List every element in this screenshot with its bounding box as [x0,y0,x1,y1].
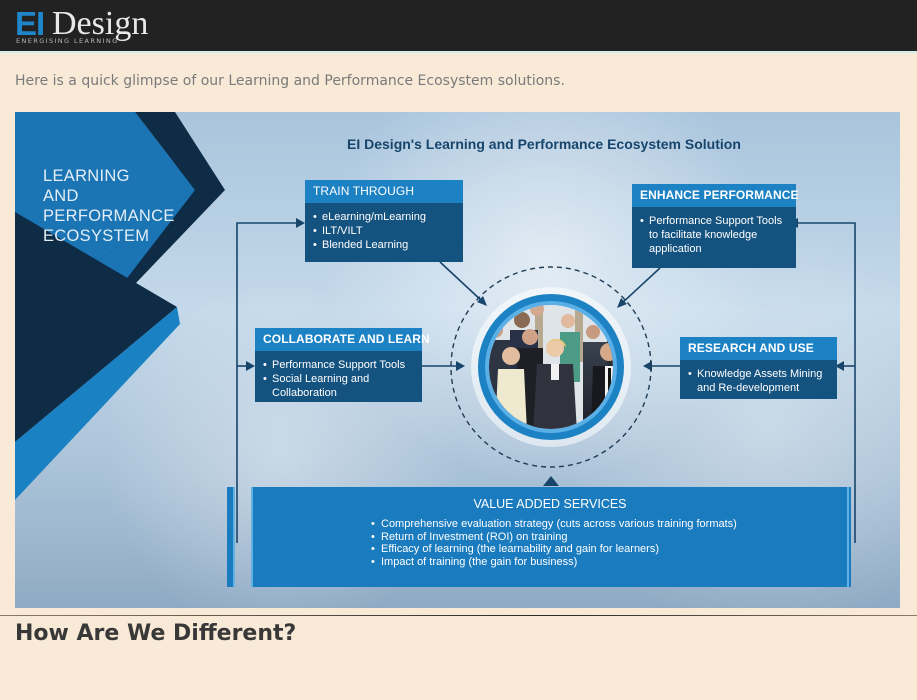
logo-tagline: ENERGISING LEARNING [16,37,119,45]
list-item: Efficacy of learning (the learnability a… [371,543,847,556]
list-item: Knowledge Assets Mining and Re-developme… [688,367,831,395]
diagram-shapes [15,112,856,587]
logo-ei-text: EI [15,5,45,42]
intro-text: Here is a quick glimpse of our Learning … [15,73,565,89]
site-header: EI Design ENERGISING LEARNING [0,0,917,53]
enhance-performance-title: ENHANCE PERFORMANCE [632,184,798,207]
collaborate-and-learn-box: COLLABORATE AND LEARN Performance Suppor… [255,328,430,402]
arrowheads [246,218,844,486]
ecosystem-diagram: LEARNING AND PERFORMANCE ECOSYSTEM EI De… [15,112,900,608]
list-item: eLearning/mLearning [313,210,457,224]
banner-light-stripe [15,307,180,500]
list-item: ILT/VILT [313,224,457,238]
connector-lines [236,222,856,543]
banner-dark-stripe [15,212,177,442]
research-and-use-box: RESEARCH AND USE Knowledge Assets Mining… [680,337,837,399]
side-title-line: LEARNING [43,167,130,185]
train-through-box: TRAIN THROUGH eLearning/mLearning ILT/VI… [305,180,463,262]
value-added-services-list: Comprehensive evaluation strategy (cuts … [371,518,847,568]
side-title-line: AND [43,187,79,205]
list-item: Social Learning and Collaboration [263,372,382,400]
diagram-title: EI Design's Learning and Performance Eco… [347,136,741,152]
list-item: Blended Learning [313,238,457,252]
dashed-orbit [450,266,652,468]
logo-design-text: Design [52,5,149,42]
train-through-title: TRAIN THROUGH [305,180,463,203]
collaborate-and-learn-list: Performance Support Tools Social Learnin… [255,351,422,400]
list-item: Return of Investment (ROI) on training [371,531,847,544]
list-item: Impact of training (the gain for busines… [371,556,847,569]
list-item: Performance Support Tools to facilitate … [640,214,790,256]
section-divider [0,615,917,616]
list-item: Performance Support Tools [263,358,405,372]
section-heading: How Are We Different? [15,621,297,646]
side-title-line: PERFORMANCE [43,207,175,225]
list-item: Comprehensive evaluation strategy (cuts … [371,518,847,531]
research-and-use-list: Knowledge Assets Mining and Re-developme… [680,360,837,395]
enhance-performance-box: ENHANCE PERFORMANCE Performance Support … [632,184,798,268]
train-through-list: eLearning/mLearning ILT/VILT Blended Lea… [305,203,463,252]
side-title-line: ECOSYSTEM [43,227,150,245]
collaborate-and-learn-title: COLLABORATE AND LEARN [255,328,430,351]
value-added-services-box: VALUE ADDED SERVICES Comprehensive evalu… [251,487,849,587]
value-added-services-title: VALUE ADDED SERVICES [473,497,627,511]
research-and-use-title: RESEARCH AND USE [680,337,837,360]
ecosystem-side-title: LEARNING AND PERFORMANCE ECOSYSTEM [43,166,175,246]
enhance-performance-list: Performance Support Tools to facilitate … [632,207,796,256]
